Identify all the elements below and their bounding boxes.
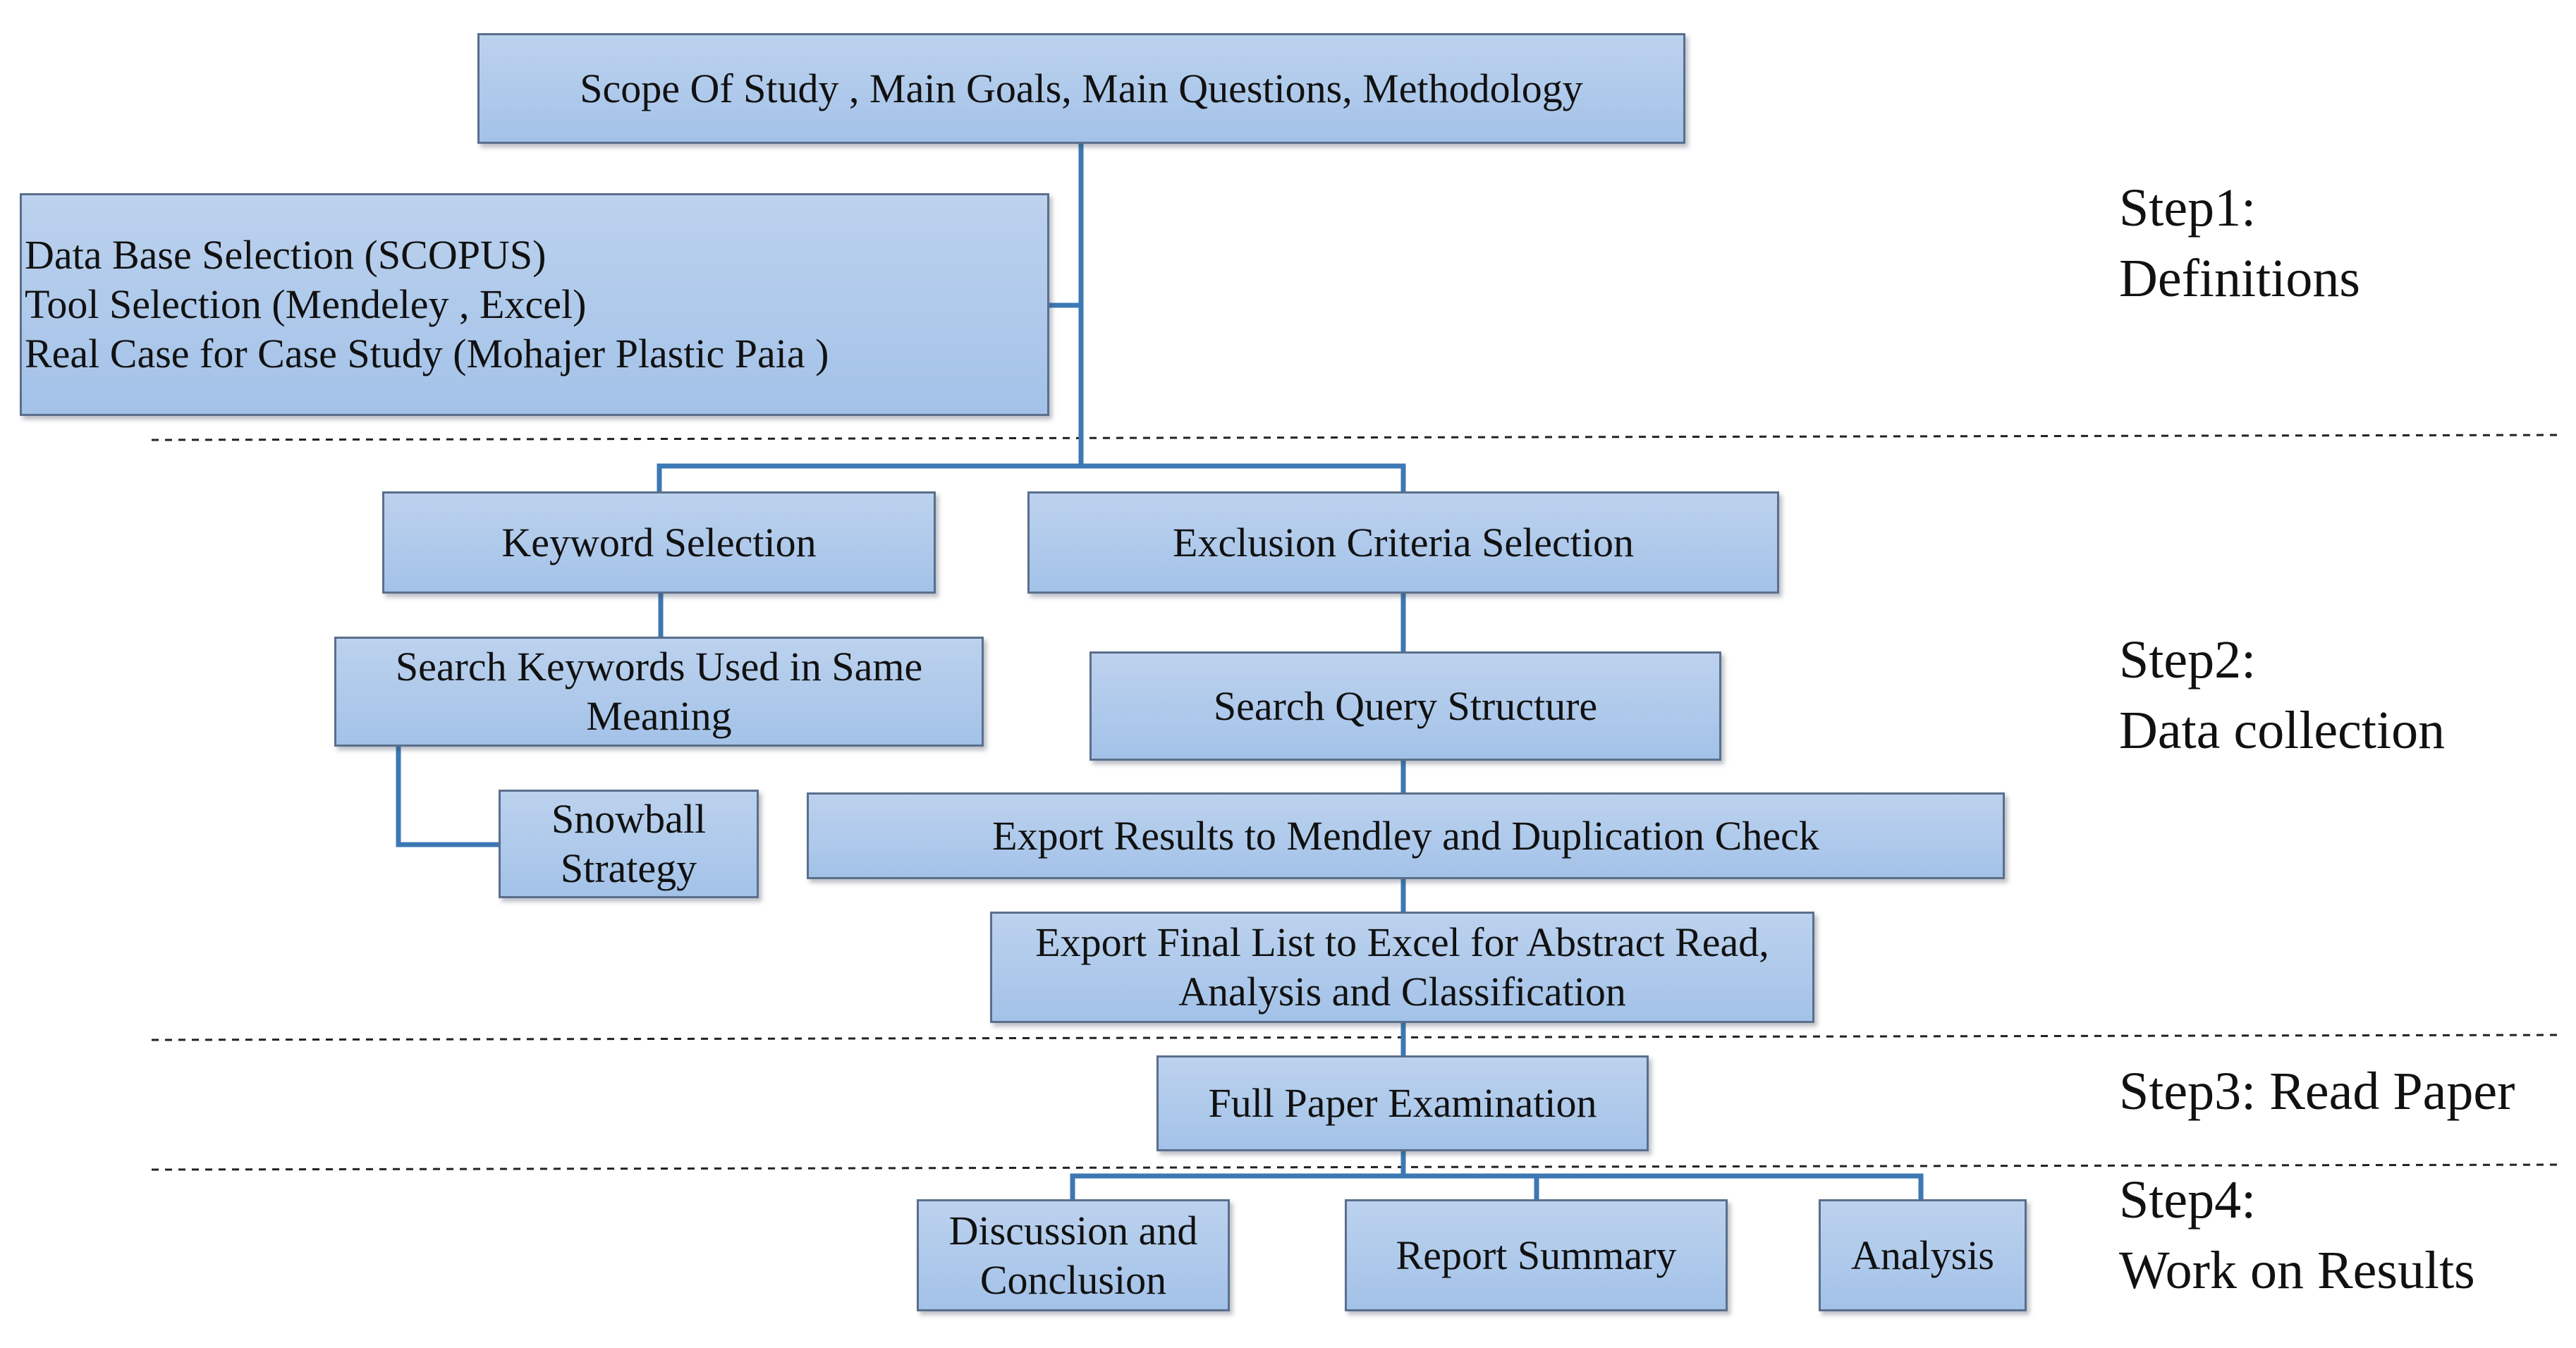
divider-step1-step2 [151, 434, 2560, 441]
step3-label: Step3: Read Paper [2119, 1056, 2515, 1127]
box-keyword-selection: Keyword Selection [382, 491, 936, 594]
divider-step2-step3 [151, 1034, 2560, 1041]
box-selection-list-line-2: Tool Selection (Mendeley , Excel) [25, 281, 587, 327]
step2-label-line-2: Data collection [2119, 701, 2446, 760]
box-selection-list-line-3: Real Case for Case Study (Mohajer Plasti… [25, 331, 829, 376]
box-discussion-conclusion-line-2: Conclusion [979, 1256, 1167, 1303]
box-report-summary-line-1: Report Summary [1396, 1232, 1677, 1278]
box-export-excel: Export Final List to Excel for Abstract … [990, 912, 1814, 1023]
box-selection-list-line-1: Data Base Selection (SCOPUS) [25, 232, 547, 278]
step1-label: Step1: Definitions [2119, 173, 2360, 314]
box-export-mendley-line-1: Export Results to Mendley and Duplicatio… [992, 812, 1819, 859]
connector-fullpaper-results [1070, 1148, 1924, 1202]
box-selection-list: Data Base Selection (SCOPUS)Tool Selecti… [20, 193, 1049, 416]
box-snowball-strategy-line-2: Strategy [560, 845, 697, 891]
box-search-query: Search Query Structure [1089, 651, 1721, 761]
step4-label-line-1: Step4: [2119, 1170, 2257, 1230]
step2-label: Step2: Data collection [2119, 625, 2445, 766]
step4-label: Step4: Work on Results [2119, 1165, 2475, 1306]
box-analysis-line-1: Analysis [1851, 1232, 1994, 1278]
box-full-paper-examination: Full Paper Examination [1156, 1055, 1649, 1151]
box-keyword-selection-line-1: Keyword Selection [501, 519, 817, 565]
box-scope-of-study: Scope Of Study , Main Goals, Main Questi… [477, 33, 1685, 144]
box-snowball-strategy-line-1: Snowball [551, 796, 707, 842]
box-search-query-line-1: Search Query Structure [1213, 682, 1598, 729]
step2-label-line-1: Step2: [2119, 630, 2257, 690]
connector-search-snowball [396, 744, 501, 847]
box-analysis: Analysis [1819, 1199, 2027, 1311]
box-export-excel-line-1: Export Final List to Excel for Abstract … [1035, 919, 1769, 965]
box-search-keywords-line-2: Meaning [586, 693, 732, 739]
box-discussion-conclusion-line-1: Discussion and [948, 1207, 1198, 1254]
box-exclusion-criteria-line-1: Exclusion Criteria Selection [1173, 519, 1634, 565]
box-exclusion-criteria: Exclusion Criteria Selection [1027, 491, 1779, 594]
step1-label-line-2: Definitions [2119, 249, 2360, 308]
step4-label-line-2: Work on Results [2119, 1241, 2475, 1300]
connector-step2-branch [657, 463, 1406, 494]
box-export-excel-line-2: Analysis and Classification [1178, 969, 1626, 1015]
box-full-paper-examination-line-1: Full Paper Examination [1208, 1080, 1597, 1126]
box-export-mendley: Export Results to Mendley and Duplicatio… [807, 792, 2005, 879]
box-search-keywords-line-1: Search Keywords Used in Same [395, 644, 923, 690]
box-scope-of-study-line-1: Scope Of Study , Main Goals, Main Questi… [580, 65, 1583, 111]
box-report-summary: Report Summary [1345, 1199, 1728, 1311]
step1-label-line-1: Step1: [2119, 178, 2257, 238]
step3-label-line-1: Step3: Read Paper [2119, 1062, 2515, 1121]
